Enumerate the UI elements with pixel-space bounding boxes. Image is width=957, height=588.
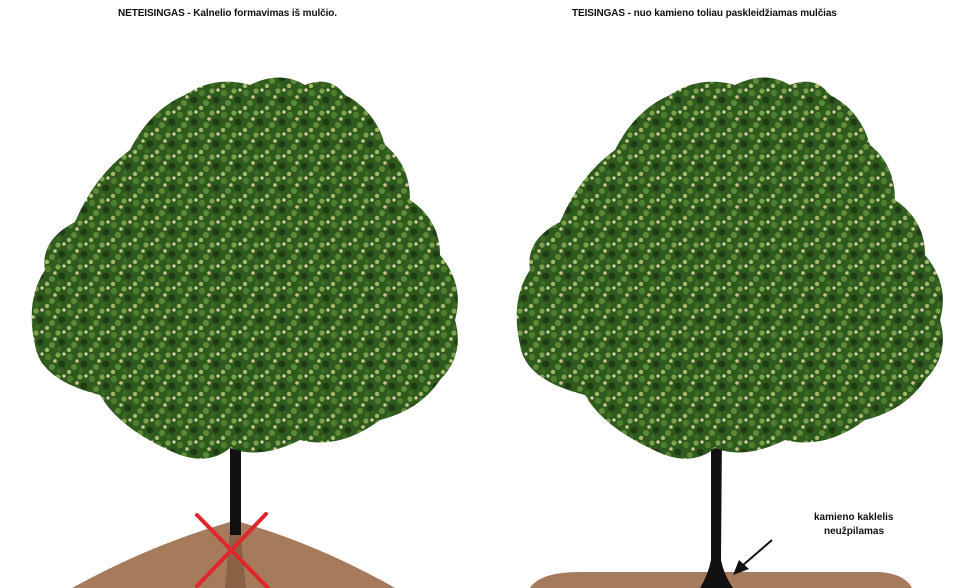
- annotation-line-1: kamieno kaklelis: [814, 511, 894, 525]
- annotation-line-2: neužpilamas: [814, 525, 894, 539]
- left-panel: [32, 78, 458, 588]
- tree-crown: [32, 78, 458, 459]
- tree-crown: [517, 78, 943, 459]
- trunk-collar-annotation: kamieno kaklelis neužpilamas: [814, 511, 894, 539]
- arrow-icon: [733, 540, 772, 575]
